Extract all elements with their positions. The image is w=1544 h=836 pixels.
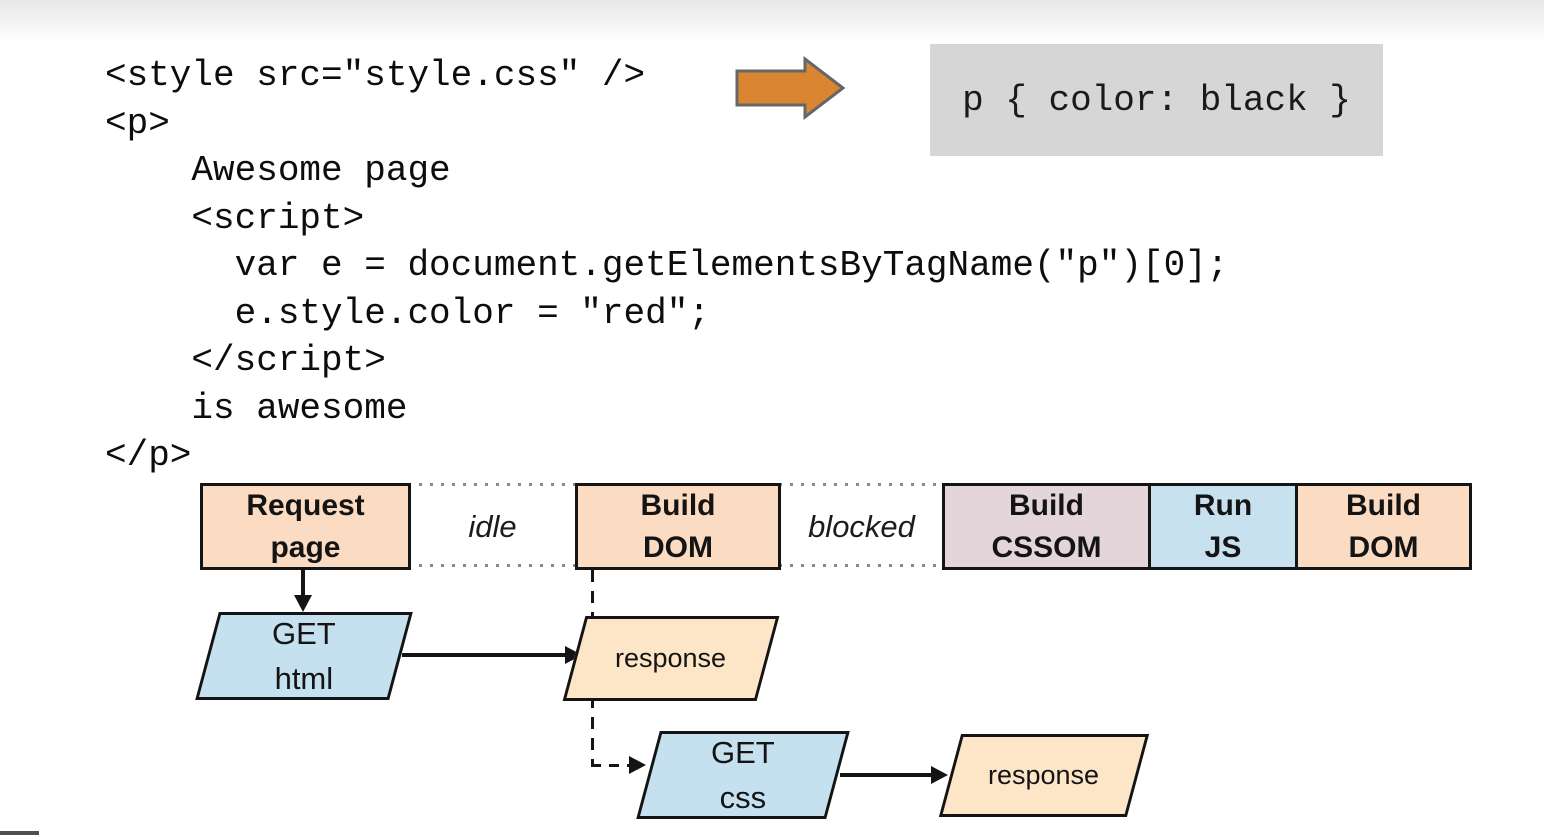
timeline-segment-request-page: Request page — [200, 483, 411, 570]
arrowhead-right-icon — [931, 766, 948, 784]
code-line: </script> — [105, 340, 386, 381]
dotted-connector — [408, 483, 578, 486]
dashed-arrow-to-get-css — [591, 764, 629, 767]
timeline-segment-label: Build DOM — [640, 488, 716, 564]
right-arrow-shape — [735, 56, 846, 120]
node-get-html: GET html — [195, 612, 413, 700]
css-rule-text: p { color: black } — [962, 79, 1351, 121]
code-line: <script> — [105, 197, 365, 239]
node-get-css: GET css — [636, 731, 850, 819]
node-response-html: response — [562, 616, 780, 701]
code-line: var e = document.getElementsByTagName("p… — [105, 245, 1229, 286]
top-gradient-strip — [0, 0, 1544, 42]
css-rule-box: p { color: black } — [930, 44, 1383, 156]
code-line: e.style.color = "red"; — [105, 292, 710, 334]
arrow-get-html-to-response — [402, 653, 567, 657]
timeline-segment-build-dom-2: Build DOM — [1295, 483, 1472, 570]
timeline-segment-build-cssom: Build CSSOM — [942, 483, 1151, 570]
node-label: GET css — [711, 735, 775, 815]
arrowhead-right-icon — [629, 756, 646, 774]
node-response-css: response — [938, 734, 1150, 817]
dotted-connector — [779, 564, 945, 567]
node-label: GET html — [272, 616, 336, 696]
arrow-get-css-to-response — [840, 773, 933, 777]
timeline-segment-run-js: Run JS — [1148, 483, 1298, 570]
timeline-gap-idle: idle — [407, 483, 578, 570]
dotted-connector — [779, 483, 945, 486]
html-code-block: <style src="style.css" /> <p> Awesome pa… — [105, 52, 1228, 480]
node-label: response — [615, 643, 727, 673]
code-line: <p> — [105, 102, 170, 144]
code-line: </p> — [105, 435, 192, 476]
timeline-gap-label: blocked — [808, 508, 915, 544]
dotted-connector — [408, 564, 578, 567]
code-line: <style src="style.css" /> — [105, 55, 646, 96]
code-line: Awesome page — [105, 150, 451, 191]
timeline-segment-build-dom-1: Build DOM — [575, 483, 781, 570]
arrow-request-to-get-html — [301, 570, 305, 596]
node-label: response — [988, 760, 1100, 790]
right-arrow-icon — [735, 56, 846, 120]
timeline-segment-label: Request page — [246, 488, 365, 564]
video-progress-bar-fragment — [0, 831, 39, 835]
timeline-segment-label: Build CSSOM — [991, 488, 1102, 564]
timeline-gap-label: idle — [468, 508, 517, 544]
timeline-segment-label: Run JS — [1193, 488, 1253, 564]
arrowhead-down-icon — [294, 595, 312, 612]
timeline-gap-blocked: blocked — [781, 483, 942, 570]
code-line: is awesome — [105, 387, 408, 429]
timeline-segment-label: Build DOM — [1346, 488, 1421, 564]
